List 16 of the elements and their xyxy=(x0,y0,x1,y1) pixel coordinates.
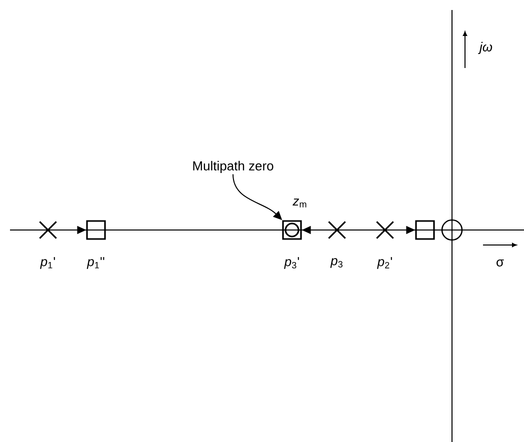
axis-label: jω xyxy=(478,42,492,54)
pole-label: p$_{3}$' xyxy=(284,257,299,269)
pole-cross xyxy=(38,220,58,240)
pole-cross xyxy=(328,220,346,240)
pole-label: p$_{1}$'' xyxy=(86,257,104,269)
axis-label: σ xyxy=(496,260,504,266)
pole-label: p$_{2}$' xyxy=(377,257,392,269)
zero-square xyxy=(415,220,435,240)
zero-square xyxy=(86,220,106,240)
pole-label: z$_{m}$ xyxy=(292,198,306,208)
zero-square xyxy=(282,220,302,240)
zero-circle xyxy=(441,219,463,241)
pole-label: p$_{1}$' xyxy=(40,257,55,269)
callout-text: Multipath zero xyxy=(193,160,274,174)
pole-label: p$_{3}$ xyxy=(330,258,342,268)
pole-cross xyxy=(376,220,394,240)
